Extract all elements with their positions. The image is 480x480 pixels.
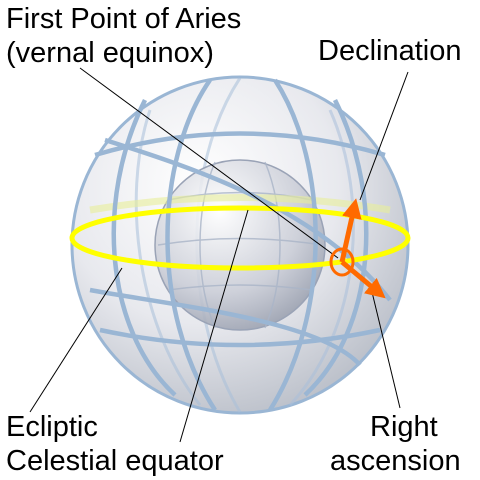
label-vernal-equinox: (vernal equinox) (6, 37, 214, 69)
declination-arrow (339, 198, 362, 263)
label-ecliptic: Ecliptic (6, 411, 98, 443)
leader-lines (29, 67, 409, 443)
label-declination: Declination (318, 35, 461, 67)
right-ascension-arrow (340, 260, 386, 299)
label-first-point-of-aries: First Point of Aries (6, 3, 241, 35)
vernal-point-marker (329, 247, 355, 277)
label-celestial-equator: Celestial equator (6, 445, 224, 477)
coordinate-arrows (329, 198, 386, 299)
label-right: Right (370, 411, 438, 443)
celestial-equator-line (69, 205, 411, 271)
label-ascension: ascension (330, 445, 461, 477)
inner-earth-sphere (154, 159, 326, 331)
